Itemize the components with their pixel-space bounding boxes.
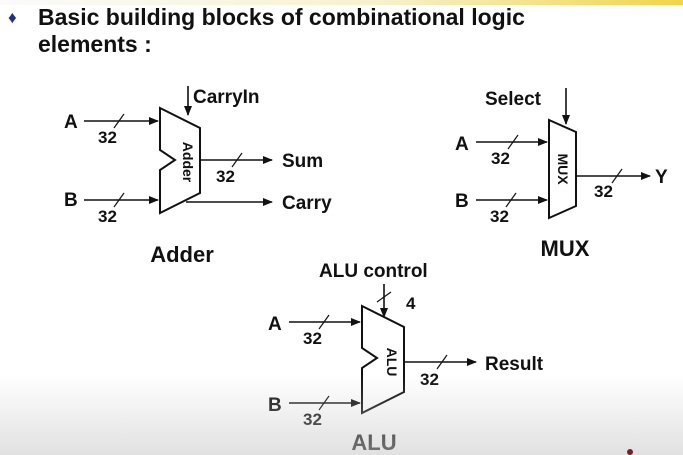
- top-accent-bar: [0, 0, 683, 5]
- adder-input-a-label: A: [64, 112, 78, 133]
- adder-input-b-slash: [113, 192, 125, 208]
- adder-width-a: 32: [98, 128, 117, 147]
- adder-block: Adder CarryIn A 32 B 32 32 Sum Carry Add…: [64, 86, 332, 267]
- mux-input-b-slash: [505, 192, 517, 208]
- adder-input-a-slash: [113, 113, 125, 129]
- corner-dot: [627, 449, 633, 455]
- adder-sum-slash: [231, 152, 243, 168]
- adder-width-b: 32: [98, 207, 117, 226]
- alu-control-slash: [376, 291, 392, 303]
- mux-width-a: 32: [491, 149, 510, 168]
- alu-result-slash: [436, 354, 448, 370]
- mux-width-y: 32: [594, 182, 613, 201]
- mux-input-a-slash: [507, 134, 519, 150]
- alu-width-a: 32: [303, 329, 322, 348]
- adder-carry-label: Carry: [282, 193, 332, 214]
- mux-title: MUX: [541, 236, 590, 261]
- alu-control-label: ALU control: [319, 261, 428, 282]
- diamond-bullet-icon: ♦: [8, 8, 17, 27]
- adder-input-b-label: B: [64, 190, 78, 211]
- slide-heading: ♦ Basic building blocks of combinational …: [8, 4, 668, 58]
- alu-result-label: Result: [485, 354, 544, 375]
- alu-control-width: 4: [406, 294, 416, 313]
- mux-input-b-label: B: [455, 191, 469, 212]
- mux-output-slash: [611, 168, 623, 184]
- alu-inner-label: ALU: [384, 348, 400, 377]
- alu-input-a-label: A: [268, 314, 282, 335]
- alu-width-b: 32: [303, 410, 322, 429]
- alu-input-a-slash: [318, 314, 330, 330]
- mux-shape: [548, 118, 577, 220]
- mux-output-label: Y: [655, 167, 668, 188]
- adder-width-sum: 32: [216, 167, 235, 186]
- adder-sum-label: Sum: [282, 151, 323, 172]
- heading-line-2: elements :: [38, 31, 152, 57]
- adder-carryin-label: CarryIn: [193, 87, 260, 108]
- alu-title: ALU: [351, 430, 396, 455]
- alu-block: ALU ALU control 4 A 32 B 32 32 Result AL…: [268, 261, 544, 455]
- mux-inner-label: MUX: [555, 153, 571, 185]
- adder-title: Adder: [150, 242, 214, 267]
- adder-inner-label: Adder: [180, 142, 196, 183]
- alu-width-result: 32: [420, 370, 439, 389]
- alu-input-b-label: B: [268, 395, 282, 416]
- mux-select-label: Select: [485, 89, 542, 110]
- mux-block: MUX Select A 32 B 32 32 Y MUX: [455, 88, 668, 261]
- mux-input-a-label: A: [455, 134, 469, 155]
- adder-shape: [159, 106, 201, 215]
- mux-width-b: 32: [490, 207, 509, 226]
- heading-line-1: Basic building blocks of combinational l…: [38, 4, 525, 30]
